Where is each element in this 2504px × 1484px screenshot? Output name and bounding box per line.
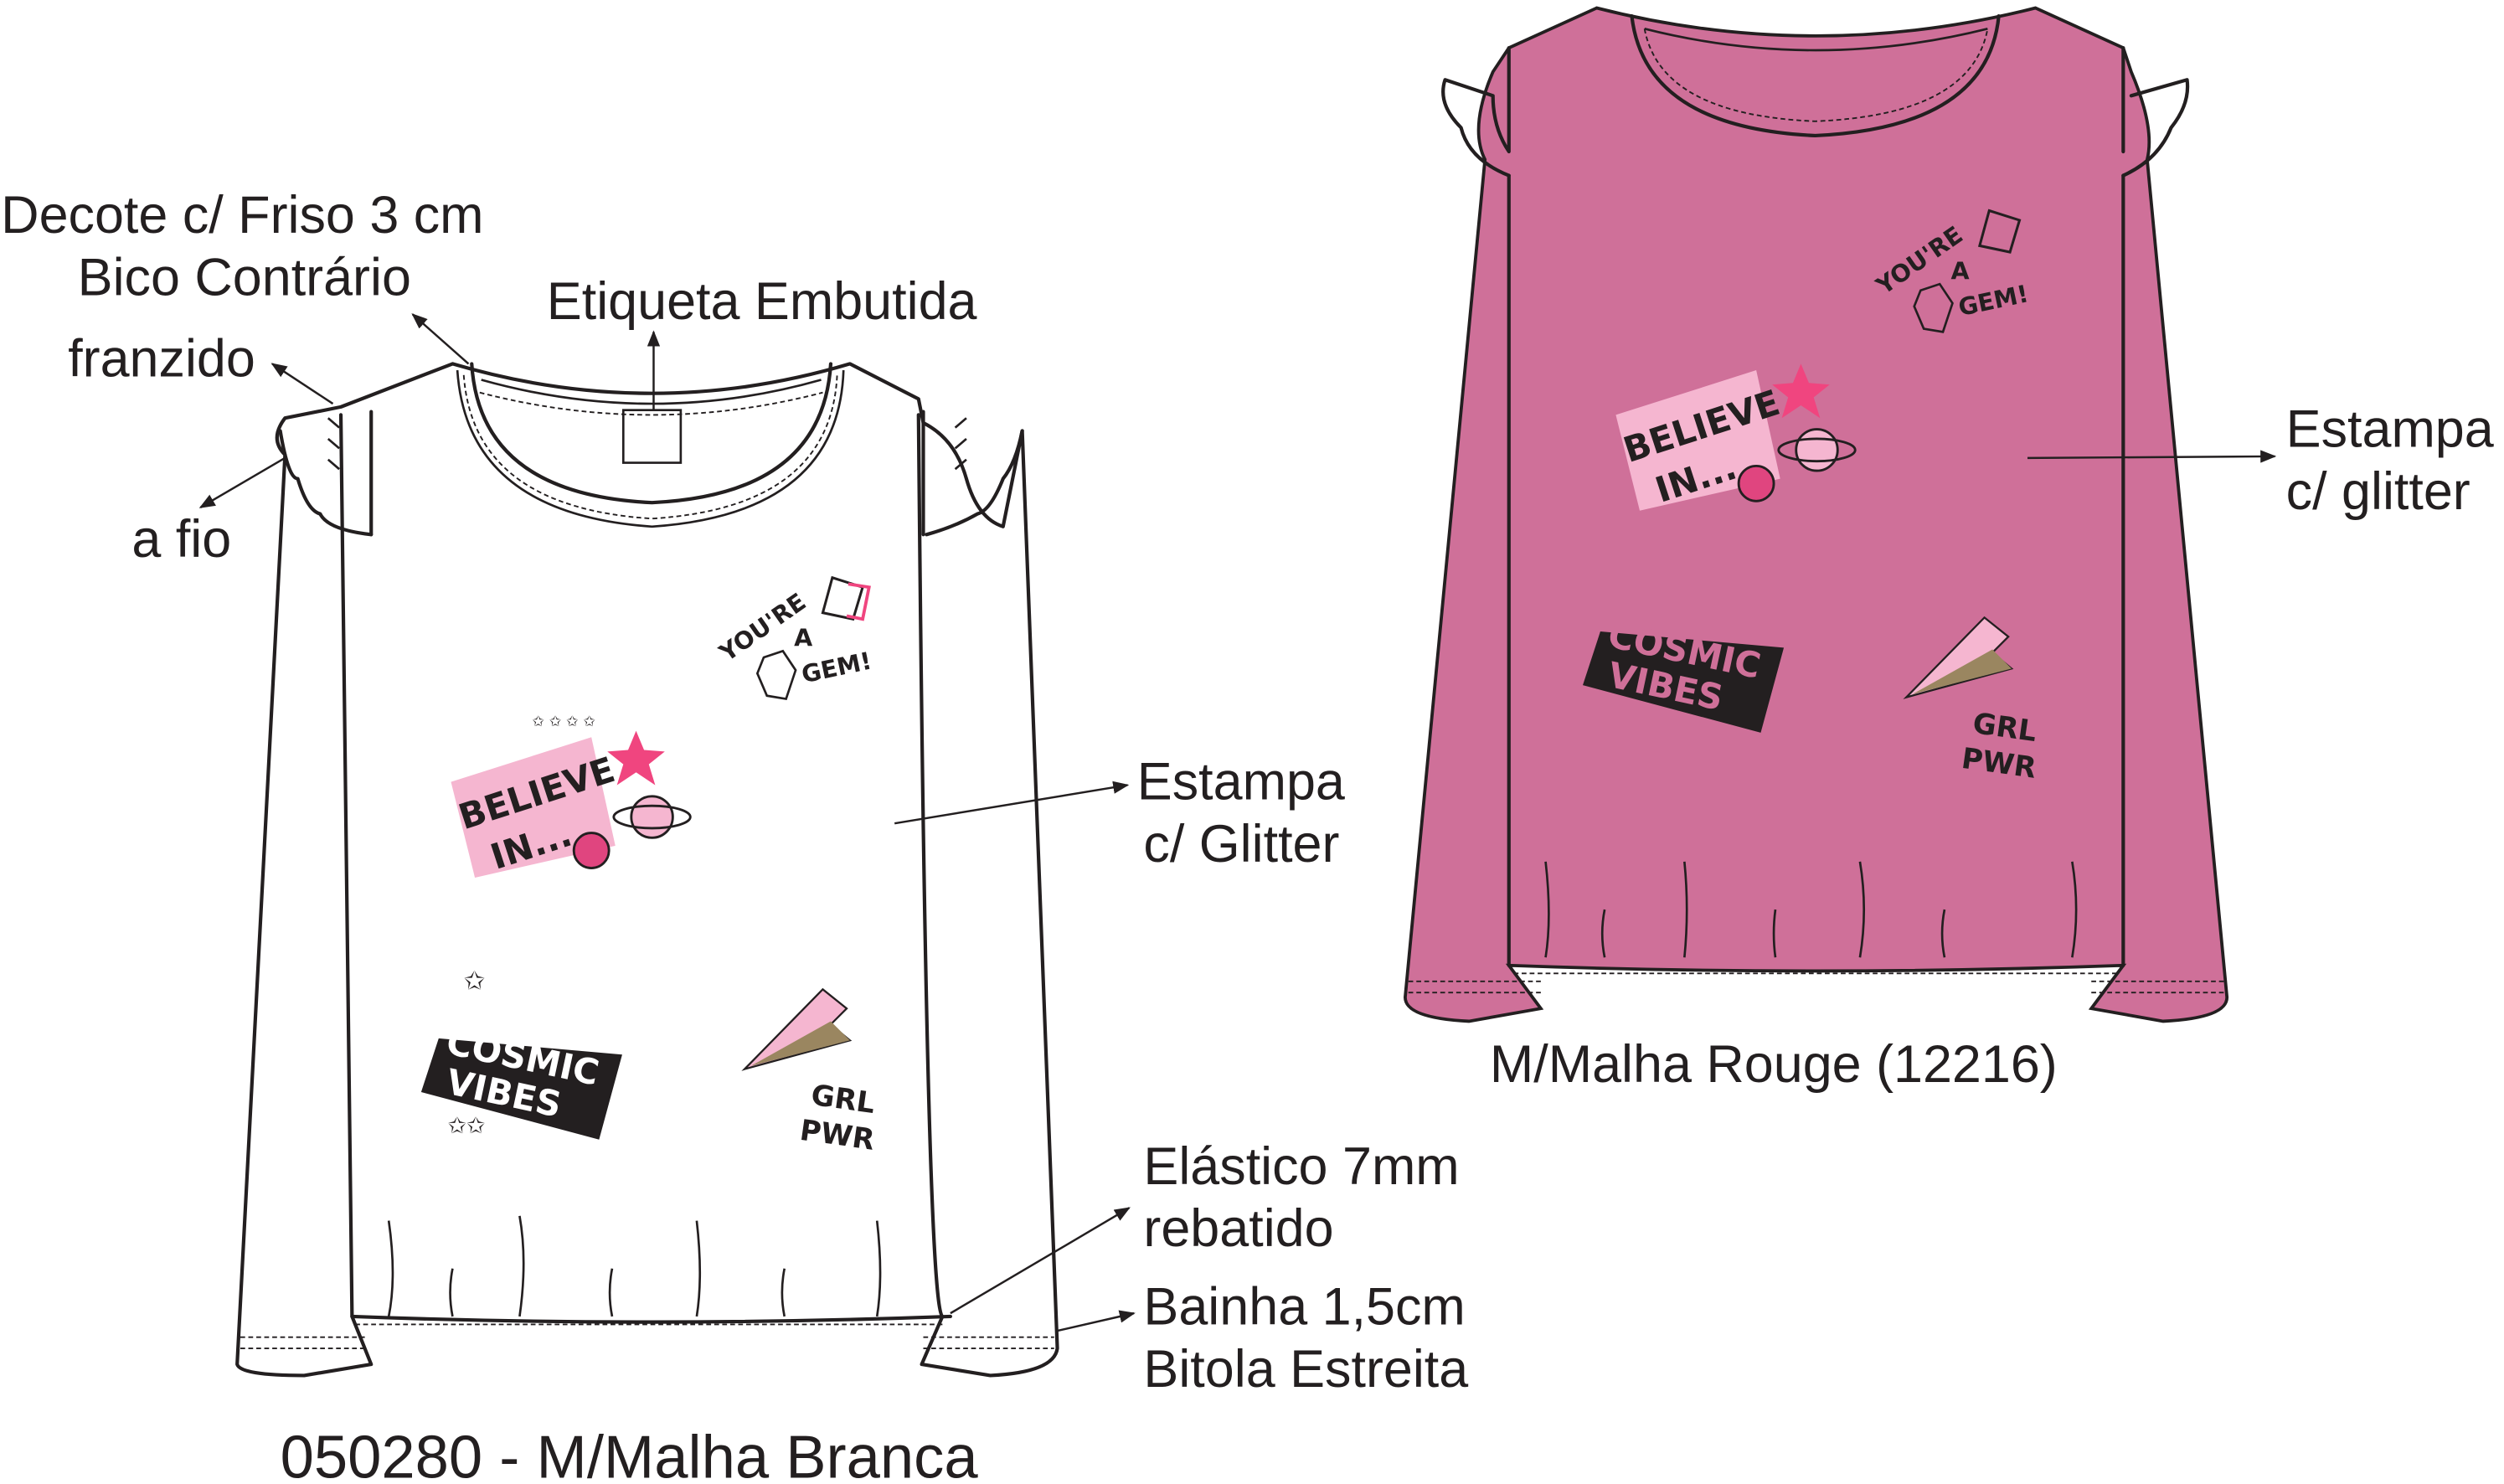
svg-text:✩: ✩ bbox=[464, 966, 486, 996]
planet-icon bbox=[572, 832, 611, 869]
print-text-pwr: PWR bbox=[798, 1114, 877, 1157]
caption-white-shirt: 050280 - M/Malha Branca bbox=[281, 1423, 979, 1484]
label-bainha: Bainha 1,5cm bbox=[1143, 1277, 1465, 1336]
lightning-icon bbox=[741, 987, 853, 1071]
svg-text:✩✩: ✩✩ bbox=[448, 1113, 486, 1139]
label-elastico: Elástico 7mm bbox=[1143, 1137, 1459, 1196]
label-glitter-left: c/ Glitter bbox=[1143, 815, 1339, 873]
annotations-left: Decote c/ Friso 3 cm Bico Contrário Etiq… bbox=[1, 186, 1468, 1484]
print-youre-a-gem bbox=[711, 575, 876, 701]
label-franzido: franzido bbox=[68, 330, 255, 389]
print-grl-pwr-rouge: GRL PWR bbox=[1903, 616, 2038, 786]
print-cosmic-vibes: COSMIC VIBES ✩ ✩✩ bbox=[420, 966, 622, 1140]
label-glitter-right: c/ glitter bbox=[2286, 462, 2471, 521]
lightning-icon bbox=[1903, 616, 2014, 699]
star-icon bbox=[607, 730, 665, 786]
print-believe-in-rouge: BELIEVE IN... bbox=[1615, 363, 1857, 511]
white-shirt-drawing bbox=[235, 362, 1059, 1378]
label-tag bbox=[621, 409, 683, 464]
print-grl-pwr: GRL PWR bbox=[741, 987, 877, 1157]
label-bitola: Bitola Estreita bbox=[1143, 1340, 1468, 1399]
svg-text:✩ ✩ ✩ ✩: ✩ ✩ ✩ ✩ bbox=[533, 714, 595, 730]
annotations-right: Estampa c/ glitter M/Malha Rouge (12216) bbox=[1490, 400, 2494, 1094]
label-bico: Bico Contrário bbox=[78, 248, 411, 307]
planet-icon bbox=[630, 795, 674, 839]
print-text-a: A bbox=[1951, 256, 1970, 285]
label-estampa-left: Estampa bbox=[1137, 753, 1345, 812]
label-decote: Decote c/ Friso 3 cm bbox=[1, 186, 483, 245]
label-a-fio: a fio bbox=[131, 510, 231, 569]
print-cosmic-vibes-rouge: COSMIC VIBES bbox=[1582, 615, 1785, 733]
planet-icon bbox=[1795, 428, 1839, 472]
planet-icon bbox=[1737, 464, 1775, 502]
star-icon bbox=[1772, 363, 1830, 419]
label-rebatido: rebatido bbox=[1143, 1199, 1333, 1258]
label-etiqueta: Etiqueta Embutida bbox=[547, 272, 977, 331]
print-text-grl: GRL bbox=[809, 1079, 877, 1121]
label-estampa-right: Estampa bbox=[2286, 400, 2494, 459]
caption-rouge-shirt: M/Malha Rouge (12216) bbox=[1490, 1035, 2058, 1094]
rouge-shirt-drawing bbox=[1404, 6, 2229, 1023]
print-believe-in: BELIEVE IN... ✩ ✩ ✩ ✩ bbox=[451, 714, 692, 878]
